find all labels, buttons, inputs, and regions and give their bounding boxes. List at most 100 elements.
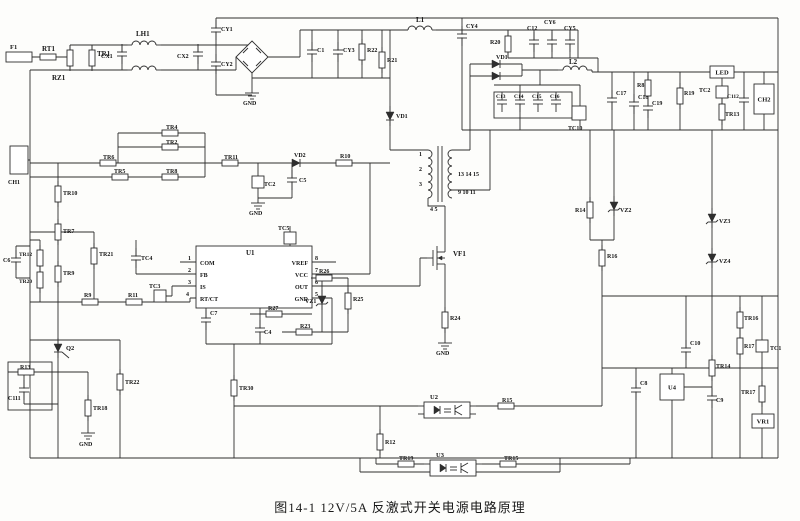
svg-text:1: 1: [419, 152, 422, 158]
component-vz2-107: VZ2: [607, 196, 631, 216]
svg-text:TR18: TR18: [93, 406, 107, 412]
component-tr12-68: TR12: [19, 245, 44, 271]
component-tr2-46: TR2: [157, 140, 183, 151]
svg-text:R19: R19: [684, 91, 694, 97]
component-c19-35: C19: [642, 98, 662, 118]
svg-text:LED: LED: [715, 70, 729, 77]
component-led-37: LED: [709, 65, 735, 79]
svg-text:R9: R9: [84, 293, 91, 299]
svg-text:C1: C1: [317, 48, 324, 54]
svg-text:CY2: CY2: [221, 62, 233, 68]
svg-text:TR30: TR30: [239, 386, 253, 392]
component-tr22-128: TR22: [116, 369, 139, 395]
component-fb-75: FB: [200, 273, 208, 279]
svg-text:TC5: TC5: [278, 226, 289, 232]
svg-text:TR12: TR12: [19, 252, 32, 258]
component-u4-117: U4: [659, 373, 685, 401]
component-is-76: IS: [200, 285, 206, 291]
svg-text:CY3: CY3: [343, 48, 355, 54]
svg-text:TR4: TR4: [166, 125, 177, 131]
svg-text:R13: R13: [20, 365, 30, 371]
component-tr6-47: TR6: [95, 155, 121, 167]
svg-text:RZ1: RZ1: [52, 74, 66, 82]
svg-text:U2: U2: [430, 394, 438, 401]
component-cy6-20: CY6: [544, 20, 558, 52]
component-c8-121: C8: [630, 380, 647, 400]
component-gnd-81: GND: [295, 297, 309, 303]
svg-text:C9: C9: [716, 398, 723, 404]
svg-text:C19: C19: [652, 101, 662, 107]
svg-text:VZ3: VZ3: [719, 219, 730, 225]
svg-text:8: 8: [315, 256, 318, 262]
component-com-74: COM: [200, 261, 215, 267]
component-tr5-48: TR5: [107, 169, 133, 181]
component-tr16-111: TR16: [736, 307, 758, 333]
svg-text:GND: GND: [436, 351, 450, 357]
svg-text:R17: R17: [744, 344, 754, 350]
component-l1-16: L1: [403, 16, 437, 31]
component-vcc-79: VCC: [295, 273, 308, 279]
svg-text:2: 2: [419, 167, 422, 173]
component-l2-24: L2: [558, 58, 592, 71]
component-box-90: [283, 231, 297, 245]
svg-text:TC1: TC1: [770, 346, 781, 352]
component-4-5-61: 4 5: [430, 207, 438, 213]
component-rz1-3: RZ1: [52, 45, 74, 82]
component-13-14-15-62: 13 14 15: [458, 172, 479, 178]
component-r23-100: R23: [291, 324, 317, 336]
component-vf1-103: VF1: [427, 242, 466, 274]
component-r12-132: R12: [376, 429, 395, 455]
component-1-58: 1: [419, 152, 422, 158]
component-rt-ct-77: RT/CT: [200, 297, 218, 303]
figure-caption: 图14-1 12V/5A 反激式开关电源电路原理: [274, 500, 526, 515]
svg-text:C5: C5: [299, 178, 306, 184]
component-tc1-114: TC1: [770, 346, 781, 352]
svg-text:GND: GND: [249, 211, 263, 217]
component-vd1-43: VD1: [385, 106, 408, 126]
component-tc3-97: TC3: [149, 284, 160, 290]
svg-text:LH1: LH1: [136, 30, 150, 38]
component-tc2-54: TC2: [264, 182, 275, 188]
svg-text:VZ1: VZ1: [305, 299, 316, 305]
component-lh1-4: LH1: [127, 30, 161, 46]
component-3-84: 3: [188, 280, 191, 286]
svg-text:VD1: VD1: [496, 55, 508, 61]
component-c18-33: C18: [628, 94, 648, 114]
component-5-89: 5: [315, 292, 318, 298]
component-ch1-44: CH1: [8, 145, 29, 186]
svg-text:TC2: TC2: [699, 88, 710, 94]
svg-text:C7: C7: [210, 311, 217, 317]
component-box-96: [153, 289, 167, 303]
component-4-85: 4: [186, 292, 189, 298]
svg-text:C13: C13: [496, 94, 506, 100]
svg-text:1: 1: [188, 256, 191, 262]
component-cy1-8: CY1: [210, 20, 233, 40]
component-out-80: OUT: [295, 285, 308, 291]
svg-text:CH2: CH2: [758, 97, 771, 104]
component-tr15-135: TR15: [495, 456, 521, 468]
component-r20-18: R20: [490, 31, 512, 57]
svg-text:R12: R12: [385, 440, 395, 446]
svg-text:C8: C8: [640, 381, 647, 387]
svg-text:3: 3: [188, 280, 191, 286]
svg-text:TR10: TR10: [63, 191, 77, 197]
component-u2-130: U2: [418, 394, 476, 419]
svg-text:OUT: OUT: [295, 285, 308, 291]
component-c1-12: C1: [306, 42, 324, 62]
component-c4-99: C4: [254, 320, 271, 340]
component-box-25: [493, 91, 573, 119]
svg-text:TR16: TR16: [744, 316, 758, 322]
component-tr9-66: TR9: [54, 261, 74, 287]
component-cx1-6: CX1: [101, 44, 128, 64]
component-r21-15: R21: [378, 47, 397, 73]
component-r15-131: R15: [493, 398, 519, 410]
component-c12-19: C12: [527, 26, 540, 52]
svg-text:5: 5: [315, 292, 318, 298]
svg-text:IS: IS: [200, 285, 206, 291]
component-r25-95: R25: [344, 288, 363, 314]
component-r22-14: R22: [358, 39, 377, 65]
svg-text:FB: FB: [200, 273, 208, 279]
svg-text:TR15: TR15: [504, 456, 518, 462]
